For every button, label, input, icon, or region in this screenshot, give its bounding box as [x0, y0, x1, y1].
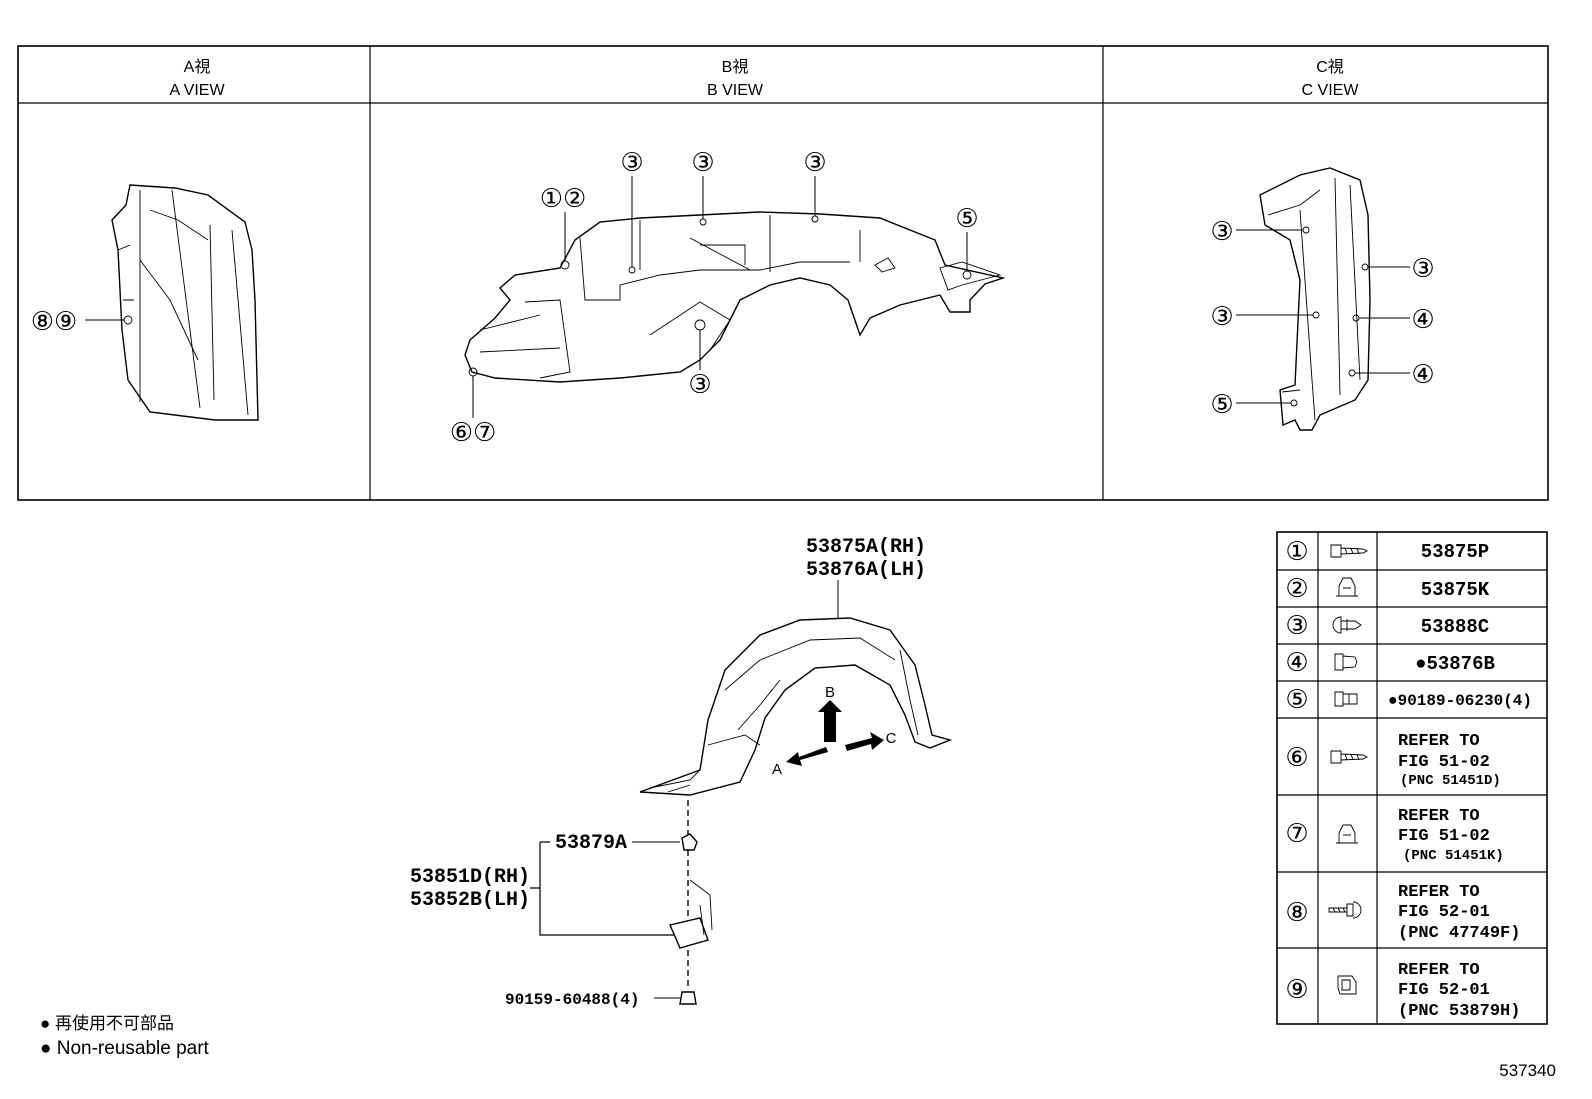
- screw-icon: [1330, 544, 1369, 558]
- arrow-label-a: A: [772, 761, 782, 778]
- callout-c-3-c: ③: [1411, 253, 1434, 283]
- legend-desc-2: 53875K: [1421, 579, 1490, 601]
- fender-liner-drawing: [639, 580, 953, 796]
- shield-part-lh: 53852B(LH): [410, 889, 530, 912]
- legend-desc-4: ●53876B: [1415, 653, 1495, 675]
- clip-icon: [1336, 577, 1358, 597]
- view-c-title-jp: C視: [1316, 58, 1344, 76]
- screw-icon: [1330, 750, 1369, 764]
- legend-desc-6-line-2: FIG 51-02: [1398, 753, 1490, 772]
- callout-c-4-a: ④: [1411, 304, 1434, 334]
- clip-nut-icon: [1337, 975, 1357, 995]
- legend-num-7: ⑦: [1285, 818, 1308, 848]
- view-a-title-en: A VIEW: [169, 82, 225, 99]
- legend-desc-5: ●90189-06230(4): [1388, 692, 1532, 710]
- exploded-parts: [530, 800, 713, 1005]
- legend-desc-9-line-1: REFER TO: [1398, 961, 1480, 980]
- callout-c-3-b: ③: [1210, 301, 1233, 331]
- legend-desc-9-line-2: FIG 52-01: [1398, 981, 1490, 1000]
- legend-desc-6-line-1: REFER TO: [1398, 732, 1480, 751]
- legend-num-4: ④: [1285, 647, 1308, 677]
- legend-num-1: ①: [1285, 536, 1308, 566]
- fastener-legend-table: [1276, 531, 1548, 1025]
- view-c-drawing: [1236, 167, 1410, 431]
- clip-part-number: 53879A: [555, 832, 627, 855]
- callout-b-3-a: ③: [620, 147, 643, 177]
- legend-num-2: ②: [1285, 573, 1308, 603]
- figure-id: 537340: [1499, 1061, 1556, 1080]
- callout-b-1-2: ①②: [540, 183, 587, 213]
- callout-c-5: ⑤: [1210, 389, 1233, 419]
- callout-b-3-d: ③: [688, 369, 711, 399]
- callout-c-4-b: ④: [1411, 359, 1434, 389]
- note-non-reusable-en: ● Non-reusable part: [40, 1038, 210, 1059]
- view-a-title-jp: A視: [184, 58, 211, 76]
- note-non-reusable-jp: ● 再使用不可部品: [40, 1013, 174, 1033]
- view-b-title-jp: B視: [722, 58, 749, 76]
- legend-desc-7-line-1: REFER TO: [1398, 807, 1480, 826]
- legend-num-9: ⑨: [1285, 974, 1308, 1004]
- callout-c-3-a: ③: [1210, 216, 1233, 246]
- nut-icon: [1334, 691, 1358, 707]
- liner-part-lh: 53876A(LH): [806, 559, 926, 582]
- clip-icon: [1336, 824, 1358, 844]
- legend-desc-8-line-3: (PNC 47749F): [1398, 924, 1520, 943]
- shield-part-rh: 53851D(RH): [410, 866, 530, 889]
- push-rivet-icon: [1332, 616, 1362, 634]
- callout-b-3-b: ③: [691, 147, 714, 177]
- view-b-title-en: B VIEW: [707, 82, 764, 99]
- direction-arrows: [786, 700, 884, 766]
- liner-part-rh: 53875A(RH): [806, 536, 926, 559]
- legend-num-6: ⑥: [1285, 742, 1308, 772]
- legend-desc-7-line-3: (PNC 51451K): [1403, 848, 1504, 864]
- view-a-drawing: [85, 184, 259, 421]
- grommet-icon: [1334, 653, 1358, 671]
- callout-a-8-9: ⑧⑨: [31, 306, 78, 336]
- legend-desc-9-line-3: (PNC 53879H): [1398, 1002, 1520, 1021]
- screw-part-number: 90159-60488(4): [505, 991, 639, 1009]
- callout-b-3-c: ③: [803, 147, 826, 177]
- legend-desc-8-line-1: REFER TO: [1398, 883, 1480, 902]
- legend-desc-3: 53888C: [1421, 616, 1489, 638]
- view-c-title-en: C VIEW: [1302, 82, 1360, 99]
- legend-num-5: ⑤: [1285, 684, 1308, 714]
- legend-num-3: ③: [1285, 610, 1308, 640]
- view-b-drawing: [464, 176, 1006, 418]
- callout-b-6-7: ⑥⑦: [450, 417, 497, 447]
- bolt-icon: [1328, 901, 1362, 919]
- view-frame: [17, 45, 1549, 501]
- callout-b-5: ⑤: [955, 203, 978, 233]
- legend-num-8: ⑧: [1285, 897, 1308, 927]
- arrow-label-b: B: [825, 684, 835, 701]
- legend-desc-7-line-2: FIG 51-02: [1398, 827, 1490, 846]
- legend-desc-1: 53875P: [1421, 541, 1489, 563]
- legend-desc-6-line-3: (PNC 51451D): [1400, 773, 1501, 789]
- arrow-label-c: C: [886, 730, 897, 747]
- legend-desc-8-line-2: FIG 52-01: [1398, 903, 1490, 922]
